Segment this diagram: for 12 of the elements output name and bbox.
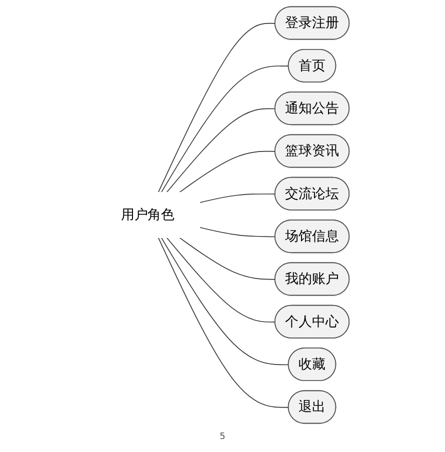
connector (160, 237, 290, 366)
connector (166, 237, 276, 322)
page-number: 5 (220, 432, 226, 442)
connector (166, 108, 276, 193)
connector (160, 66, 290, 193)
connector (158, 22, 276, 193)
connector (178, 150, 276, 193)
connector (158, 237, 290, 408)
node-text: 用户角色 (120, 206, 175, 223)
connector (199, 226, 276, 238)
connector (199, 194, 276, 204)
connector (178, 237, 276, 280)
